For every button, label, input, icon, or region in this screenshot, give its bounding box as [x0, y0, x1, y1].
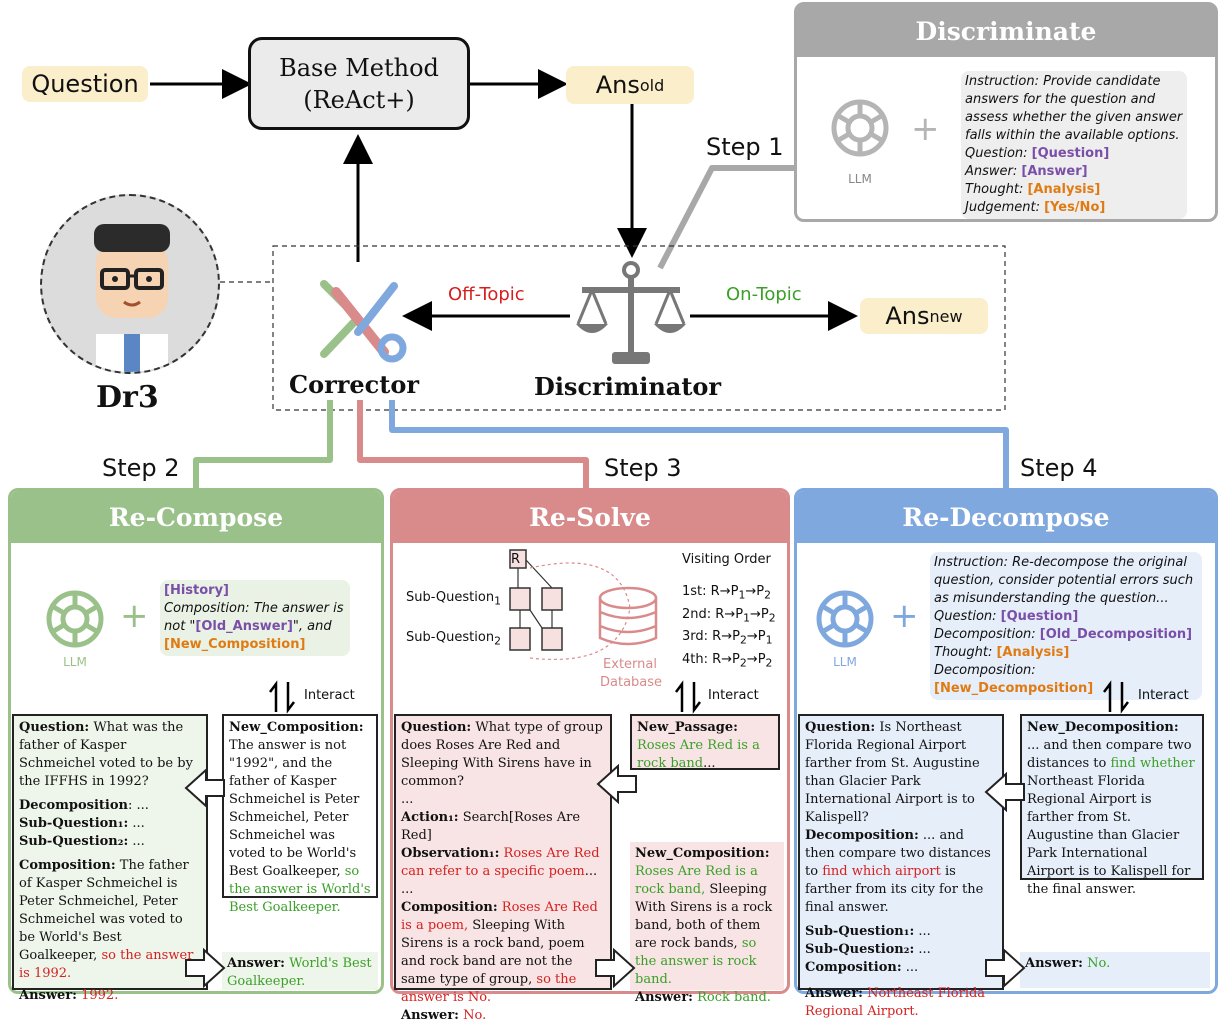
resolve-panel: Re-Solve — [390, 488, 790, 994]
base-method-box: Base Method (ReAct+) — [248, 37, 470, 130]
step2-label: Step 2 — [102, 454, 180, 482]
connector-lines — [150, 69, 1009, 488]
visiting-order-list: 1st: R→P1→P2 2nd: R→P1→P2 3rd: R→P2→P1 4… — [682, 584, 776, 670]
refresh-icon — [984, 772, 1025, 812]
discriminator-label: Discriminator — [534, 372, 722, 401]
interact-arrows-icon — [1103, 680, 1129, 714]
llm-icon — [831, 99, 889, 157]
resolve-passage-card: New_Passage: Roses Are Red is a rock ban… — [630, 714, 780, 771]
plus-icon: + — [120, 596, 149, 636]
llm-icon — [46, 590, 104, 648]
interact-label: Interact — [1138, 688, 1189, 703]
interact-arrows-icon — [675, 680, 701, 714]
play-icon — [185, 948, 226, 988]
corrector-label: Corrector — [289, 370, 420, 399]
interact-label: Interact — [708, 688, 759, 703]
llm-label: LLM — [848, 172, 872, 186]
redecompose-title: Re-Decompose — [797, 491, 1215, 543]
redecompose-new-card: New_Decomposition: ... and then compare … — [1020, 714, 1204, 897]
llm-label: LLM — [63, 655, 87, 669]
visiting-order-label: Visiting Order — [682, 552, 771, 567]
resolve-original-card: Question: What type of group does Roses … — [394, 714, 612, 1023]
redecompose-panel: Re-Decompose — [794, 488, 1218, 994]
play-icon — [985, 948, 1026, 988]
off-topic-label: Off-Topic — [448, 284, 525, 305]
recompose-panel: Re-Compose — [8, 488, 384, 994]
recompose-prompt: [History] Composition: The answer is not… — [160, 580, 350, 656]
discriminate-panel: Discriminate LLM + Instruction: Provide … — [794, 2, 1218, 222]
play-icon — [595, 948, 636, 988]
step1-line — [657, 165, 800, 270]
resolve-title: Re-Solve — [393, 491, 787, 543]
resolve-new-card: New_Composition: Roses Are Red is a rock… — [630, 842, 784, 1005]
root-node-label: R — [511, 552, 521, 567]
redecompose-prompt: Instruction: Re-decompose the original q… — [930, 552, 1202, 700]
recompose-title: Re-Compose — [11, 491, 381, 543]
question-pill: Question — [22, 66, 148, 102]
refresh-icon — [184, 768, 225, 808]
step1-label: Step 1 — [706, 133, 784, 161]
scale-icon — [576, 261, 686, 364]
llm-label: LLM — [833, 655, 857, 669]
step3-line — [357, 400, 589, 488]
discriminate-title: Discriminate — [797, 5, 1215, 57]
interact-label: Interact — [304, 688, 355, 703]
subq2-label: Sub-Question2 — [406, 630, 501, 648]
discriminate-prompt: Instruction: Provide candidate answers f… — [961, 71, 1187, 219]
module-dashed-box — [272, 245, 1006, 411]
step2-line — [193, 400, 333, 488]
dr3-label: Dr3 — [96, 380, 159, 415]
on-topic-label: On-Topic — [726, 284, 802, 305]
interact-arrows-icon — [269, 680, 295, 714]
corrector-icon — [320, 280, 407, 363]
step4-line — [389, 400, 1009, 488]
reasoning-graph — [509, 549, 658, 660]
plus-icon: + — [890, 596, 919, 636]
plus-icon: + — [911, 109, 940, 149]
refresh-icon — [596, 764, 637, 804]
redecompose-final-answer: Answer: No. — [1020, 952, 1210, 988]
llm-icon — [816, 590, 874, 648]
dr3-avatar — [40, 194, 220, 374]
recompose-final-answer: Answer: World's Best Goalkeeper. — [222, 952, 378, 990]
avatar-icon — [94, 224, 170, 372]
recompose-new-card: New_Composition: The answer is not "1992… — [222, 714, 378, 915]
step3-label: Step 3 — [604, 454, 682, 482]
step4-label: Step 4 — [1020, 454, 1098, 482]
recompose-original-card: Question: What was the father of Kasper … — [12, 714, 208, 1003]
redecompose-original-card: Question: Is Northeast Florida Regional … — [798, 714, 1004, 1019]
subq1-label: Sub-Question1 — [406, 590, 501, 608]
